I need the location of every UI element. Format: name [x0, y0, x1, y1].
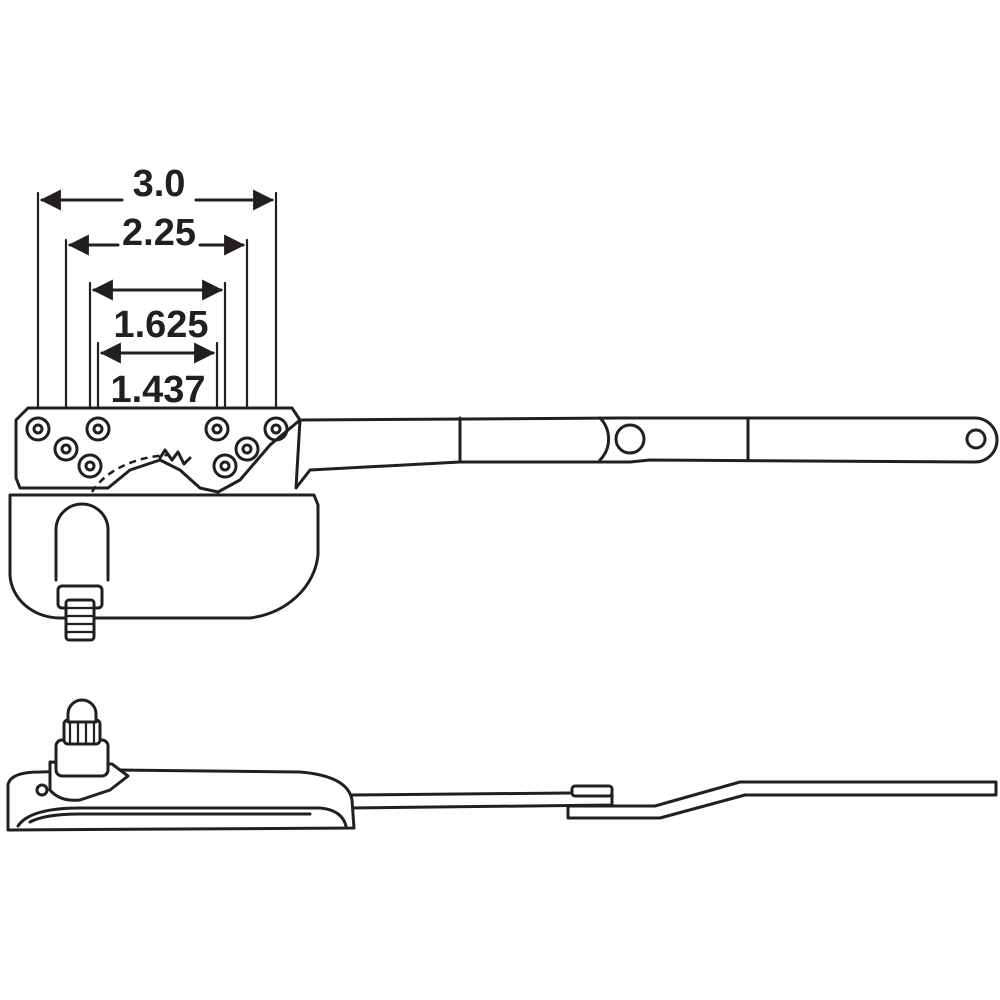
mounting-holes: [25, 416, 289, 479]
side-arm-long: [566, 780, 998, 820]
side-screw-icon: [35, 783, 49, 797]
screw-hole-icon: [234, 436, 260, 462]
gear-teeth: [158, 448, 192, 466]
screw-hole-icon: [204, 416, 230, 442]
screw-hole-icon: [212, 453, 238, 479]
top-view: [8, 406, 999, 642]
screw-hole-icon: [25, 416, 51, 442]
screw-hole-icon: [53, 436, 79, 462]
screw-hole-icon: [77, 453, 103, 479]
screw-hole-center: [32, 423, 44, 435]
screw-hole-center: [211, 423, 223, 435]
dimension-label-2-25: 2.25: [122, 212, 196, 254]
stud-cavity: [54, 502, 110, 582]
screw-hole-center: [270, 423, 282, 435]
screw-hole-center: [92, 423, 104, 435]
screw-hole-center: [60, 443, 72, 455]
gear-dashed-arc: [90, 453, 169, 493]
arm-end-hole-icon: [965, 428, 987, 450]
screw-hole-center: [219, 460, 231, 472]
screw-hole-icon: [263, 416, 289, 442]
screw-hole-center: [241, 443, 253, 455]
arm-link-end: [598, 416, 611, 462]
dimension-label-1-625: 1.625: [113, 304, 208, 346]
side-view: [6, 698, 998, 832]
spline-stud-icon: [64, 598, 96, 642]
side-arm-rivet: [570, 784, 614, 798]
side-housing-groove: [28, 812, 312, 824]
screw-hole-center: [84, 460, 96, 472]
side-stud-tip-icon: [66, 698, 98, 724]
long-arm: [294, 416, 999, 490]
screw-hole-icon: [85, 416, 111, 442]
dimension-label-1-437: 1.437: [110, 369, 205, 411]
side-housing-groove: [16, 806, 348, 828]
arm-link-hole-icon: [614, 423, 646, 455]
dimension-label-3-0: 3.0: [133, 163, 186, 205]
dimension-group: 3.0 2.25 1.625 1.437: [36, 163, 278, 468]
